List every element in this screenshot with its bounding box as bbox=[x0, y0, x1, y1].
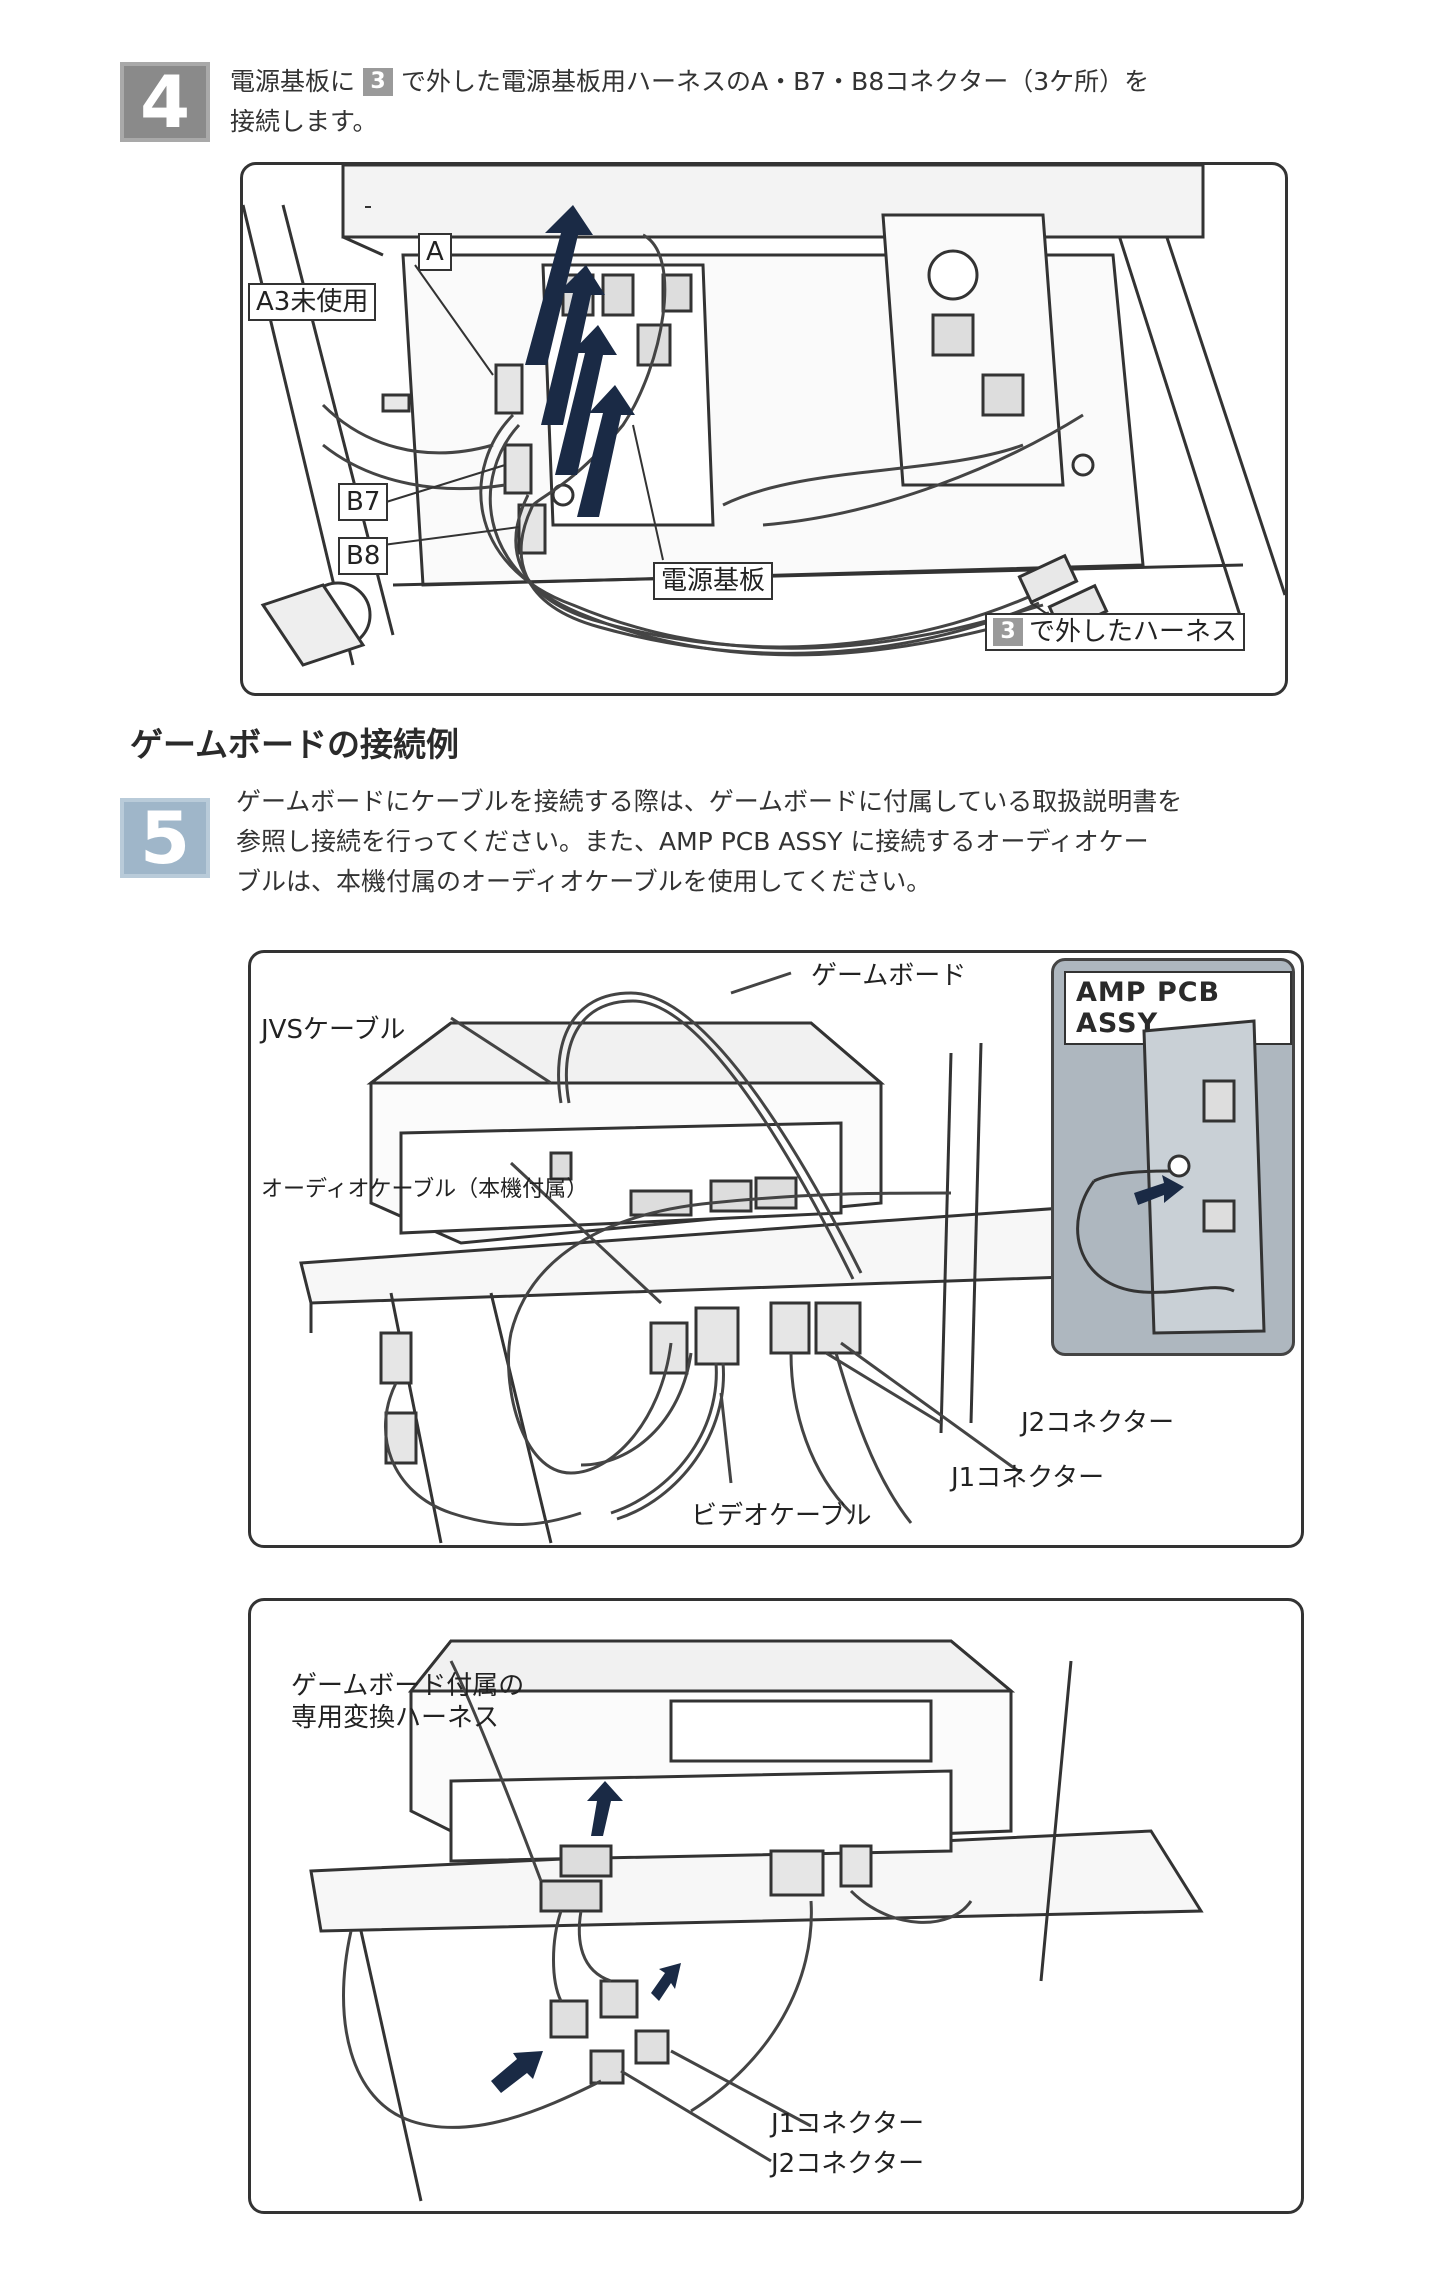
step-5-line-1: ゲームボードにケーブルを接続する際は、ゲームボードに付属している取扱説明書を bbox=[236, 787, 1183, 816]
power-board-figure: A A3未使用 B7 B8 電源基板 3 で外したハーネス bbox=[240, 162, 1288, 696]
label-a3-unused: A3未使用 bbox=[248, 283, 377, 321]
label-harness-line2: 専用変換ハーネス bbox=[291, 1703, 500, 1733]
label-j2-connector-fig1: J2コネクター bbox=[1021, 1408, 1175, 1438]
label-removed-harness: 3 で外したハーネス bbox=[985, 613, 1246, 651]
amp-pcb-title-text: AMP PCB ASSY bbox=[1076, 977, 1221, 1039]
conversion-harness-illustration bbox=[309, 1639, 1204, 2202]
label-connector-b8: B8 bbox=[338, 537, 389, 575]
step-ref-number: 3 bbox=[370, 69, 386, 94]
harness-step-badge: 3 bbox=[993, 618, 1023, 646]
label-power-board-text: 電源基板 bbox=[661, 566, 766, 596]
step-4-text-a: 電源基板に bbox=[230, 67, 356, 96]
power-board-illustration bbox=[243, 165, 1285, 667]
label-game-board: ゲームボード bbox=[811, 961, 967, 991]
amp-pcb-inset: AMP PCB ASSY bbox=[1051, 958, 1295, 1356]
label-connector-a-text: A bbox=[426, 237, 444, 267]
label-connector-b7: B7 bbox=[338, 483, 389, 521]
step-4-text: 電源基板に 3 で外した電源基板用ハーネスのA・B7・B8コネクター（3ケ所）を 接… bbox=[230, 62, 1350, 142]
label-power-board: 電源基板 bbox=[653, 562, 774, 600]
step-5-text: ゲームボードにケーブルを接続する際は、ゲームボードに付属している取扱説明書を 参… bbox=[236, 782, 1376, 902]
label-j1-connector-fig2: J1コネクター bbox=[771, 2109, 925, 2139]
label-video-cable: ビデオケーブル bbox=[691, 1501, 872, 1531]
label-connector-b7-text: B7 bbox=[346, 487, 381, 517]
amp-pcb-illustration bbox=[1076, 1019, 1266, 1335]
label-removed-harness-text: で外したハーネス bbox=[1029, 617, 1238, 647]
label-jvs-cable: JVSケーブル bbox=[261, 1015, 406, 1045]
label-j1-connector-fig1: J1コネクター bbox=[951, 1463, 1105, 1493]
label-connector-b8-text: B8 bbox=[346, 541, 381, 571]
label-j2-connector-fig2: J2コネクター bbox=[771, 2149, 925, 2179]
label-harness-line1: ゲームボード付属の bbox=[291, 1671, 525, 1701]
step-4-badge: 4 bbox=[120, 62, 210, 142]
step-5-line-2: 参照し接続を行ってください。また、AMP PCB ASSY に接続するオーディオ… bbox=[236, 827, 1149, 856]
step-ref-badge: 3 bbox=[363, 68, 394, 96]
label-connector-a: A bbox=[418, 233, 452, 271]
step-5-line-3: ブルは、本機付属のオーディオケーブルを使用してください。 bbox=[236, 867, 932, 896]
label-a3-unused-text: A3未使用 bbox=[256, 287, 369, 317]
game-board-figure: ゲームボード JVSケーブル オーディオケーブル（本機付属） J2コネクター J… bbox=[248, 950, 1304, 1548]
step-4-text-c: 接続します。 bbox=[230, 107, 378, 136]
step-4-number: 4 bbox=[139, 60, 191, 144]
label-audio-cable: オーディオケーブル（本機付属） bbox=[261, 1177, 589, 1202]
step-4-text-b: で外した電源基板用ハーネスのA・B7・B8コネクター（3ケ所）を bbox=[401, 67, 1150, 96]
step-5-number: 5 bbox=[139, 796, 191, 880]
section-heading: ゲームボードの接続例 bbox=[130, 725, 460, 764]
conversion-harness-figure: ゲームボード付属の 専用変換ハーネス J1コネクター J2コネクター bbox=[248, 1598, 1304, 2214]
harness-step-number: 3 bbox=[1000, 619, 1016, 644]
game-board-illustration bbox=[299, 971, 1184, 1544]
step-5-badge: 5 bbox=[120, 798, 210, 878]
